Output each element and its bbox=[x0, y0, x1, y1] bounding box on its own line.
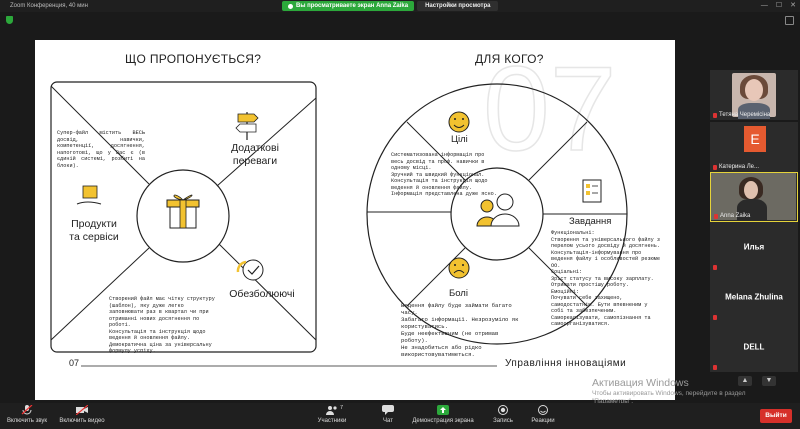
additional-benefits-label: Додаткові переваги bbox=[231, 142, 279, 167]
participants-count: 7 bbox=[340, 405, 344, 411]
participant-name: Илья bbox=[743, 242, 765, 252]
superfile-text: Супер-файл містить ВЕСЬ досвід, навички,… bbox=[57, 130, 145, 169]
participant-status bbox=[713, 315, 717, 320]
meeting-toolbar: Включить звук Включить видео Участники Ч… bbox=[0, 403, 800, 429]
participant-name: Anna Zaika bbox=[714, 213, 750, 219]
participant-tile[interactable]: DELL bbox=[710, 322, 798, 372]
unmute-button[interactable]: Включить звук bbox=[6, 405, 48, 424]
muted-mic-icon bbox=[713, 164, 717, 170]
page-up-button[interactable]: ▲ bbox=[738, 376, 752, 386]
tasks-text: Функціональні: Створення та універсально… bbox=[551, 230, 660, 327]
watermark-title: Активация Windows bbox=[592, 377, 689, 389]
chat-button[interactable]: Чат bbox=[376, 405, 400, 424]
avatar: E bbox=[744, 126, 766, 152]
left-divider-3 bbox=[50, 247, 150, 341]
muted-mic-icon bbox=[714, 213, 718, 219]
share-screen-button[interactable]: Демонстрация экрана bbox=[408, 405, 478, 424]
chat-icon bbox=[382, 405, 394, 415]
participant-name: Тетяна Черемісіна bbox=[713, 112, 770, 118]
muted-mic-icon bbox=[713, 315, 717, 320]
right-divider-5 bbox=[406, 247, 466, 307]
record-button[interactable]: Запись bbox=[488, 405, 518, 424]
window-controls: — ☐ ✕ bbox=[761, 0, 796, 12]
slide-graphics: 07 bbox=[50, 41, 628, 367]
page-number: 07 bbox=[69, 358, 80, 368]
participants-button[interactable]: Участники bbox=[312, 405, 352, 424]
footer-title: Управління інноваціями bbox=[505, 358, 627, 369]
participant-status bbox=[713, 365, 717, 370]
participant-name: Melana Zhulina bbox=[725, 292, 783, 302]
page-down-button[interactable]: ▼ bbox=[762, 376, 776, 386]
products-services-label: Продукти та сервіси bbox=[69, 218, 119, 243]
created-file-text: Створений файл має чітку структуру (шабл… bbox=[109, 296, 215, 354]
leave-button[interactable]: Выйти bbox=[760, 409, 792, 423]
muted-mic-icon bbox=[21, 405, 33, 415]
participant-tile[interactable]: Melana Zhulina bbox=[710, 272, 798, 322]
security-shield-icon[interactable] bbox=[6, 16, 13, 24]
view-options-button[interactable]: Настройки просмотра bbox=[417, 1, 499, 11]
pains-text: Ведення файлу буде займати багато часу. … bbox=[401, 302, 519, 358]
participant-pager: ▲ ▼ bbox=[738, 376, 776, 386]
big-number-07: 07 bbox=[483, 42, 616, 176]
pains-label: Болі bbox=[449, 288, 468, 299]
participant-name: DELL bbox=[743, 342, 765, 352]
reactions-button[interactable]: Реакции bbox=[526, 405, 560, 424]
left-panel-frame bbox=[50, 81, 317, 353]
left-heading: ЩО ПРОПОНУЄТЬСЯ? bbox=[125, 52, 262, 66]
painkiller-icon bbox=[236, 259, 264, 281]
minimize-button[interactable]: — bbox=[760, 2, 768, 9]
participant-video bbox=[711, 173, 796, 221]
right-divider-6 bbox=[528, 247, 588, 307]
left-divider-4 bbox=[218, 243, 317, 341]
participant-name: Катерина Ле... bbox=[713, 164, 759, 170]
signpost-icon bbox=[235, 112, 259, 140]
share-banner: Вы просматриваете экран Anna Zaika Настр… bbox=[282, 0, 499, 12]
muted-mic-icon bbox=[713, 265, 717, 270]
right-divider-4 bbox=[528, 121, 588, 181]
participant-video bbox=[732, 73, 776, 119]
checklist-icon bbox=[582, 179, 602, 203]
shared-screen-slide: 07 bbox=[35, 40, 675, 400]
window-title: Zoom Конференция, 40 мин bbox=[10, 3, 88, 9]
right-divider-3 bbox=[406, 121, 466, 181]
smile-icon bbox=[448, 111, 470, 133]
video-off-icon bbox=[76, 405, 88, 415]
windows-activation-watermark: Активация Windows Чтобы активировать Win… bbox=[592, 377, 746, 405]
record-icon bbox=[498, 405, 508, 415]
tasks-label: Завдання bbox=[569, 216, 612, 227]
participant-tile[interactable]: E Катерина Ле... bbox=[710, 122, 798, 172]
participant-tile[interactable]: Тетяна Черемісіна bbox=[710, 70, 798, 120]
participant-tile-active-speaker[interactable]: Anna Zaika bbox=[710, 172, 798, 222]
watermark-line: Чтобы активировать Windows, перейдите в … bbox=[592, 390, 746, 397]
left-divider-1 bbox=[50, 85, 150, 185]
gallery-view-icon[interactable] bbox=[785, 16, 794, 25]
watermark-line: "Параметры". bbox=[592, 398, 634, 405]
goals-label: Цілі bbox=[451, 134, 468, 145]
viewing-share-indicator: Вы просматриваете экран Anna Zaika bbox=[282, 1, 415, 11]
participant-status bbox=[713, 265, 717, 270]
reactions-icon bbox=[538, 405, 548, 415]
muted-mic-icon bbox=[713, 112, 717, 118]
share-screen-icon bbox=[437, 405, 449, 415]
start-video-button[interactable]: Включить видео bbox=[56, 405, 108, 424]
maximize-button[interactable]: ☐ bbox=[775, 2, 783, 9]
gift-icon bbox=[166, 194, 200, 229]
goals-text: Систематизована інформація про весь досв… bbox=[391, 152, 497, 197]
share-dot-icon bbox=[288, 3, 293, 9]
left-divider-2 bbox=[216, 97, 317, 187]
participants-icon bbox=[326, 406, 337, 415]
painkillers-label: Обезболюючі bbox=[229, 288, 295, 300]
participant-tile[interactable]: Илья bbox=[710, 222, 798, 272]
close-button[interactable]: ✕ bbox=[790, 2, 796, 9]
muted-mic-icon bbox=[713, 365, 717, 370]
right-heading: ДЛЯ КОГО? bbox=[475, 52, 544, 66]
share-banner-text: Вы просматриваете экран Anna Zaika bbox=[296, 3, 409, 9]
product-box-icon bbox=[76, 185, 102, 205]
sad-face-icon bbox=[448, 257, 470, 279]
people-icon bbox=[476, 193, 520, 227]
